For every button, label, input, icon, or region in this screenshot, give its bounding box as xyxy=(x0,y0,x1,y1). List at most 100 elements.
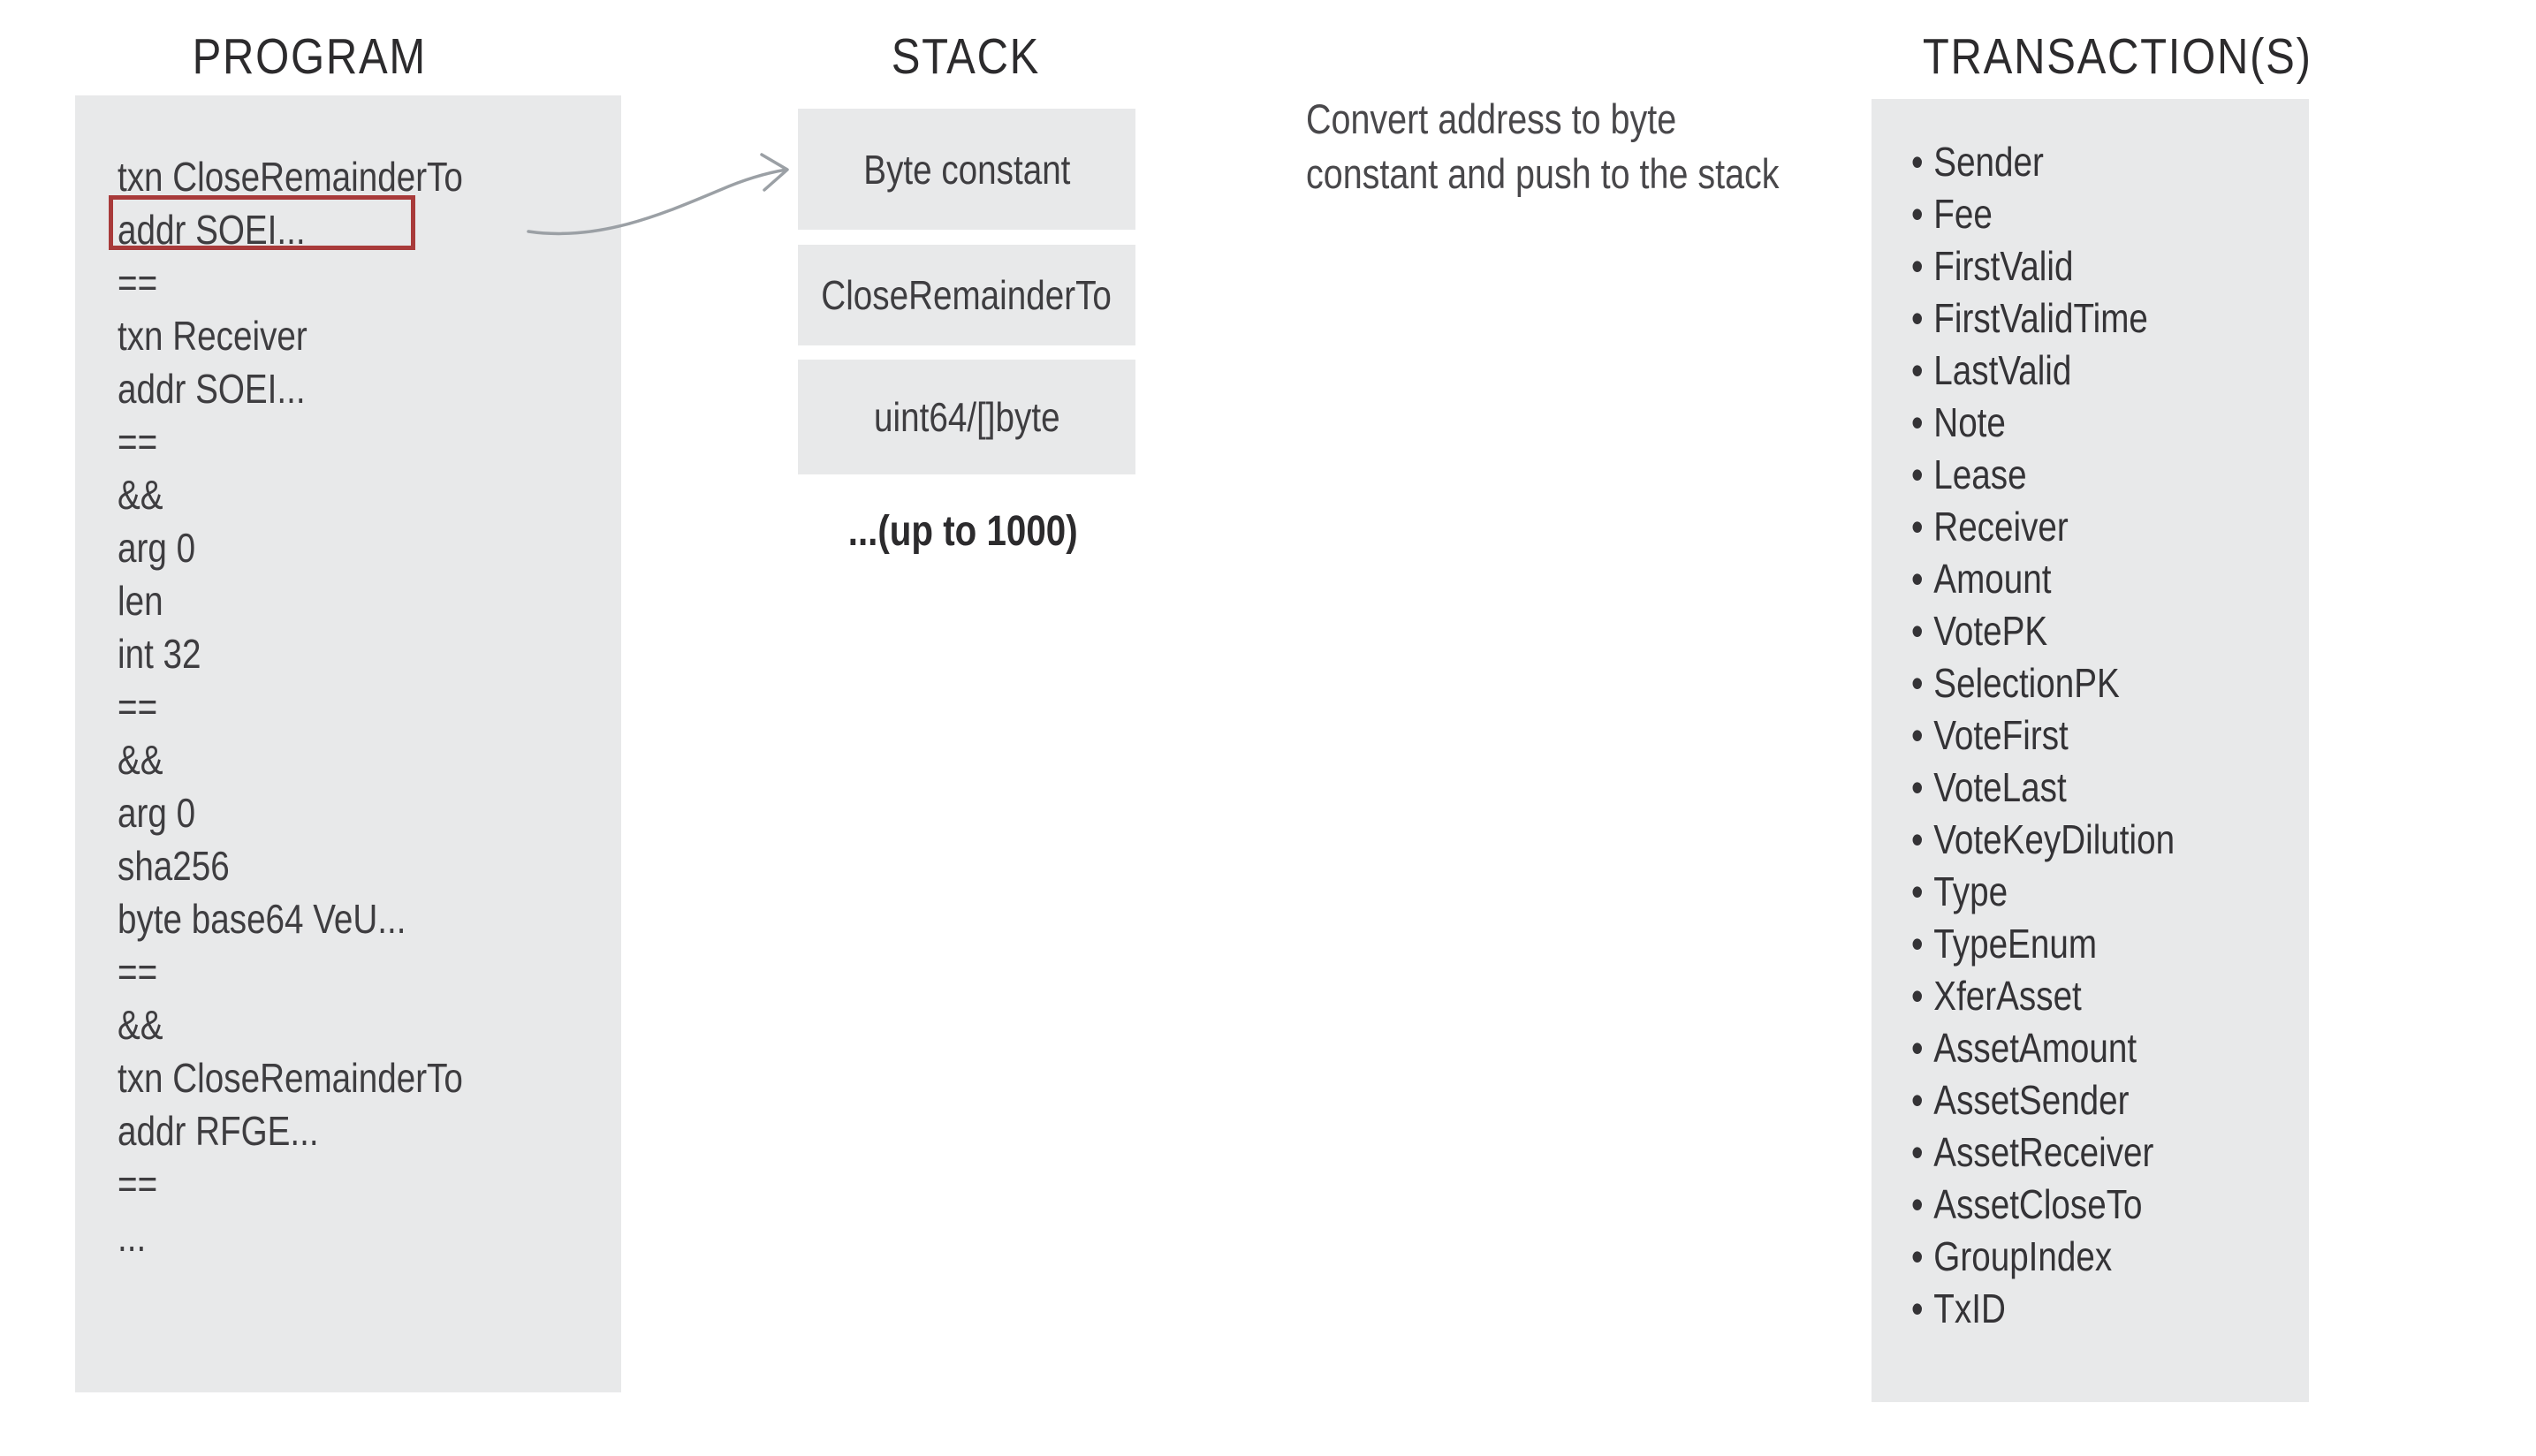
code-line-text: == xyxy=(118,419,158,465)
transactions-panel: •Sender •Fee •FirstValid •FirstValidTime… xyxy=(1872,99,2309,1402)
list-item: •VoteLast xyxy=(1872,762,2309,814)
txn-field-label: Amount xyxy=(1933,556,2052,602)
stack-slot-label: uint64/[]byte xyxy=(873,394,1060,440)
txn-field-label: GroupIndex xyxy=(1933,1233,2113,1279)
txn-item-content: •Amount xyxy=(1911,553,2051,605)
annotation-line-text: Convert address to byte xyxy=(1306,95,1677,142)
code-line-text: txn CloseRemainderTo xyxy=(118,154,463,200)
list-item: •Note xyxy=(1872,397,2309,449)
code-line-text: len xyxy=(118,578,163,624)
txn-item-content: •GroupIndex xyxy=(1911,1231,2112,1283)
code-line-text: && xyxy=(118,1002,163,1048)
list-item: •XferAsset xyxy=(1872,970,2309,1022)
code-line-text: txn CloseRemainderTo xyxy=(118,1055,463,1101)
code-line-text: == xyxy=(118,949,158,995)
arrow-annotation: Convert address to byte constant and pus… xyxy=(1306,92,1870,201)
stack-slot: CloseRemainderTo xyxy=(798,245,1135,345)
stack-slot-label: CloseRemainderTo xyxy=(821,272,1112,318)
txn-field-label: VoteKeyDilution xyxy=(1933,816,2175,862)
transactions-column-title: TRANSACTION(S) xyxy=(1891,30,2328,83)
txn-field-label: AssetCloseTo xyxy=(1933,1181,2143,1227)
txn-item-content: •AssetSender xyxy=(1911,1074,2130,1126)
txn-field-label: FirstValid xyxy=(1933,243,2074,289)
txn-item-content: •AssetReceiver xyxy=(1911,1126,2153,1179)
list-item: •Type xyxy=(1872,866,2309,918)
txn-field-label: Sender xyxy=(1933,139,2044,185)
bullet-icon: • xyxy=(1911,1233,1924,1279)
code-line-text: arg 0 xyxy=(118,790,196,836)
list-item: •AssetReceiver xyxy=(1872,1126,2309,1179)
code-line: byte base64 VeU... xyxy=(75,892,621,945)
code-line-text: == xyxy=(118,1161,158,1207)
program-column-title: PROGRAM xyxy=(110,30,508,83)
txn-field-label: AssetSender xyxy=(1933,1077,2130,1123)
code-line: && xyxy=(75,733,621,786)
bullet-icon: • xyxy=(1911,816,1924,862)
txn-field-label: TxID xyxy=(1933,1285,2006,1331)
list-item: •Sender xyxy=(1872,136,2309,188)
code-line: int 32 xyxy=(75,627,621,680)
code-line-text: int 32 xyxy=(118,631,201,677)
list-item: •VoteFirst xyxy=(1872,709,2309,762)
arrow-icon xyxy=(527,153,789,236)
txn-item-content: •Type xyxy=(1911,866,2008,918)
txn-field-label: SelectionPK xyxy=(1933,660,2120,706)
list-item: •Fee xyxy=(1872,188,2309,240)
list-item: •Amount xyxy=(1872,553,2309,605)
stack-slot-label: Byte constant xyxy=(862,146,1071,193)
list-item: •SelectionPK xyxy=(1872,657,2309,709)
code-line: txn CloseRemainderTo xyxy=(75,150,621,203)
program-panel: txn CloseRemainderTo addr SOEI... == txn… xyxy=(75,95,621,1392)
code-line: txn CloseRemainderTo xyxy=(75,1051,621,1104)
bullet-icon: • xyxy=(1911,295,1924,341)
bullet-icon: • xyxy=(1911,347,1924,393)
txn-field-label: Note xyxy=(1933,399,2006,445)
txn-field-label: FirstValidTime xyxy=(1933,295,2148,341)
bullet-icon: • xyxy=(1911,660,1924,706)
stack-slot: Byte constant xyxy=(798,109,1135,230)
code-line-text: addr RFGE... xyxy=(118,1108,319,1154)
code-line: && xyxy=(75,468,621,521)
txn-field-label: Receiver xyxy=(1933,504,2069,550)
stack-capacity-note: ...(up to 1000) xyxy=(778,507,1149,556)
bullet-icon: • xyxy=(1911,556,1924,602)
bullet-icon: • xyxy=(1911,1077,1924,1123)
list-item: •FirstValid xyxy=(1872,240,2309,292)
txn-field-label: VoteFirst xyxy=(1933,712,2069,758)
txn-item-content: •VotePK xyxy=(1911,605,2047,657)
txn-item-content: •FirstValidTime xyxy=(1911,292,2148,345)
bullet-icon: • xyxy=(1911,1025,1924,1071)
code-line: == xyxy=(75,680,621,733)
code-line: ... xyxy=(75,1210,621,1263)
bullet-icon: • xyxy=(1911,139,1924,185)
txn-item-content: •Fee xyxy=(1911,188,1993,240)
txn-item-content: •Receiver xyxy=(1911,501,2069,553)
code-line-text: byte base64 VeU... xyxy=(118,896,406,942)
txn-field-label: VotePK xyxy=(1933,608,2048,654)
stack-column-title-text: STACK xyxy=(891,28,1040,85)
list-item: •AssetAmount xyxy=(1872,1022,2309,1074)
list-item: •VotePK xyxy=(1872,605,2309,657)
code-line: == xyxy=(75,415,621,468)
list-item: •Receiver xyxy=(1872,501,2309,553)
code-line-text: ... xyxy=(118,1214,147,1260)
code-line: == xyxy=(75,945,621,998)
annotation-line: constant and push to the stack xyxy=(1306,147,1870,201)
list-item: •AssetSender xyxy=(1872,1074,2309,1126)
code-line-text: arg 0 xyxy=(118,525,196,571)
txn-item-content: •XferAsset xyxy=(1911,970,2082,1022)
txn-field-label: Lease xyxy=(1933,451,2027,497)
code-line-text: txn Receiver xyxy=(118,313,308,359)
bullet-icon: • xyxy=(1911,504,1924,550)
txn-item-content: •TxID xyxy=(1911,1283,2006,1335)
txn-item-content: •Note xyxy=(1911,397,2006,449)
code-line: arg 0 xyxy=(75,521,621,574)
code-line-text: sha256 xyxy=(118,843,230,889)
list-item: •FirstValidTime xyxy=(1872,292,2309,345)
program-column-title-text: PROGRAM xyxy=(192,28,427,85)
bullet-icon: • xyxy=(1911,712,1924,758)
annotation-line: Convert address to byte xyxy=(1306,92,1870,147)
highlight-box xyxy=(109,195,415,250)
txn-item-content: •VoteFirst xyxy=(1911,709,2069,762)
